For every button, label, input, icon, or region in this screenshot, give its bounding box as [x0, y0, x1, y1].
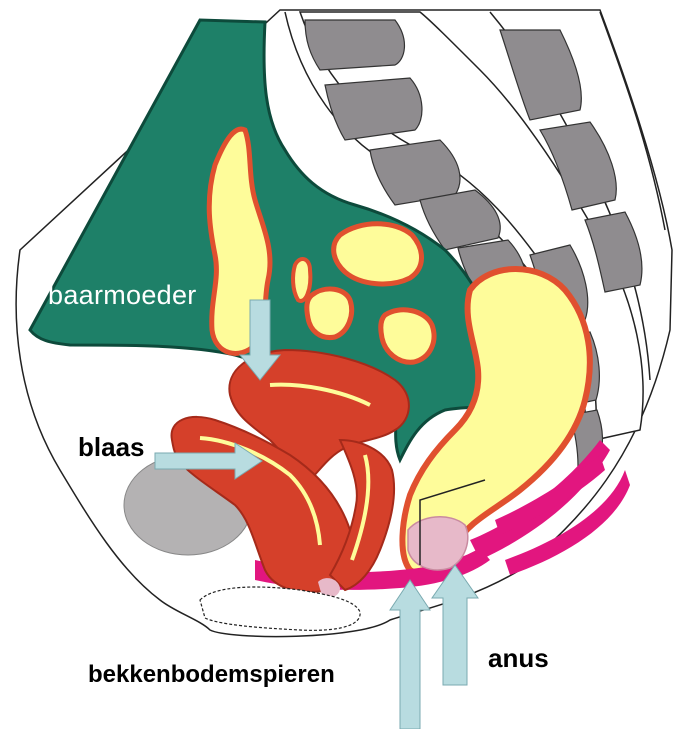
intestine-loop	[334, 224, 422, 284]
label-anus: anus	[488, 643, 549, 674]
label-uterus: baarmoeder	[48, 280, 197, 311]
intestine-loop	[381, 310, 434, 362]
vertebra	[325, 78, 422, 140]
intestine-loop	[307, 289, 352, 338]
anal-canal	[408, 517, 468, 570]
label-bladder: blaas	[78, 432, 145, 463]
label-pelvic-floor: bekkenbodemspieren	[88, 661, 335, 689]
intestine-loop	[293, 259, 310, 301]
vertebra	[305, 20, 404, 70]
arrow-up-icon	[390, 580, 430, 729]
